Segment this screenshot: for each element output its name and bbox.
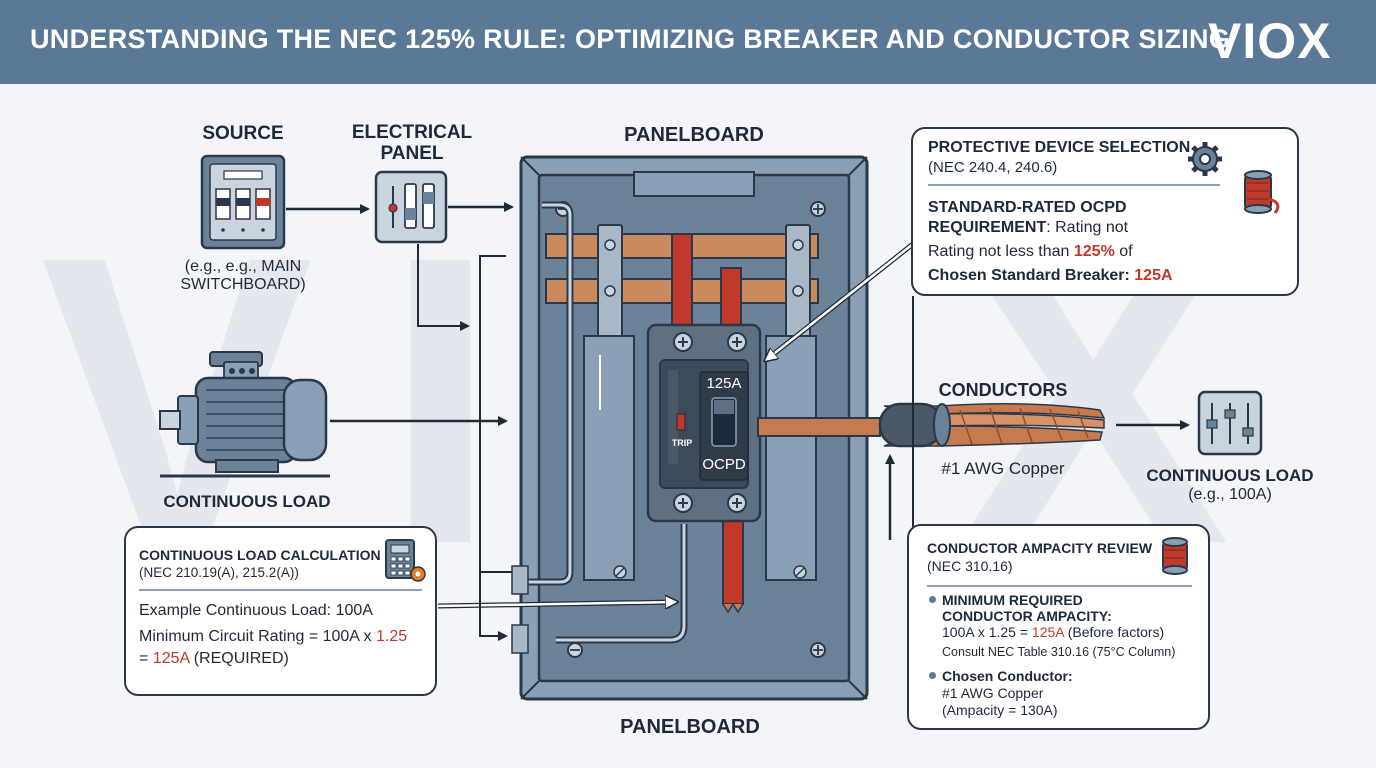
ampacity-calc-value: 125A — [1031, 624, 1064, 640]
panelboard-enclosure — [511, 155, 869, 701]
calc-ref: (NEC 210.19(A), 215.2(A)) — [139, 565, 299, 580]
protective-chosen-line: Chosen Standard Breaker: 125A — [928, 267, 1173, 285]
protective-requirement-1: STANDARD-RATED OCPD — [928, 199, 1127, 216]
ampacity-title: CONDUCTOR AMPACITY REVIEW — [927, 540, 1153, 556]
page-title: UNDERSTANDING THE NEC 125% RULE: OPTIMIZ… — [30, 24, 1231, 54]
conductor-cable — [878, 402, 1106, 448]
ampacity-b1-note: Consult NEC Table 310.16 (75°C Column) — [942, 645, 1176, 659]
ampacity-calc-post: (Before factors) — [1063, 624, 1165, 640]
protective-requirement-rest: : Rating not — [1046, 219, 1129, 236]
protective-ref: (NEC 240.4, 240.6) — [928, 159, 1058, 176]
chosen-breaker-value: 125A — [1134, 267, 1173, 284]
gear-icon — [1188, 142, 1222, 176]
source-switchboard-icon — [200, 154, 286, 250]
calc-example: Example Continuous Load: 100A — [139, 602, 373, 619]
panelboard-top-label: PANELBOARD — [624, 124, 764, 146]
calc-minimum-line: Minimum Circuit Rating = 100A x 1.25 — [139, 628, 407, 646]
calc-divider — [139, 589, 422, 591]
wire-spool-icon — [1244, 170, 1280, 214]
breaker-rating: 125A — [706, 375, 742, 392]
conductors-label: CONDUCTORS — [938, 380, 1068, 400]
calc-title: CONTINUOUS LOAD CALCULATION — [139, 547, 381, 563]
rating-percent: 125% — [1073, 243, 1115, 260]
ampacity-b2-line1: #1 AWG Copper — [942, 685, 1044, 701]
motor-label: CONTINUOUS LOAD — [163, 492, 331, 511]
ampacity-b2-title: Chosen Conductor: — [942, 668, 1073, 684]
ampacity-ref: (NEC 310.16) — [927, 558, 1013, 574]
ampacity-b2-line2: (Ampacity = 130A) — [942, 702, 1058, 718]
calc-value: 125A — [152, 650, 190, 667]
electrical-panel-label-2: PANEL — [380, 143, 444, 164]
calc-result-line: = 125A (REQUIRED) — [139, 650, 289, 668]
protective-requirement-2: REQUIREMENT: Rating not — [928, 219, 1128, 237]
calc-eq: = — [139, 650, 153, 667]
breaker-name: OCPD — [702, 456, 746, 473]
calc-factor: 1.25 — [375, 628, 408, 645]
header-bar: UNDERSTANDING THE NEC 125% RULE: OPTIMIZ… — [0, 0, 1376, 84]
chosen-breaker-label: Chosen Standard Breaker: — [928, 267, 1135, 284]
calculator-icon — [385, 539, 426, 582]
motor-icon — [159, 351, 330, 478]
calc-min-pre: Minimum Circuit Rating = 100A x — [139, 628, 376, 645]
protective-device-box: PROTECTIVE DEVICE SELECTION (NEC 240.4, … — [911, 127, 1299, 296]
load-example: (e.g., 100A) — [1188, 486, 1272, 503]
ampacity-b1-title-2: CONDUCTOR AMPACITY: — [942, 608, 1112, 624]
source-note-line-2: SWITCHBOARD) — [180, 276, 306, 293]
rating-post: of — [1114, 243, 1133, 260]
protective-requirement-bold: REQUIREMENT — [928, 219, 1047, 236]
load-switch-icon — [1197, 390, 1263, 456]
protective-title: PROTECTIVE DEVICE SELECTION — [928, 139, 1191, 156]
breaker-trip-label: TRIP — [671, 438, 693, 448]
ampacity-divider — [927, 585, 1192, 587]
ocpd-breaker — [646, 323, 762, 523]
wire-spool-icon — [1162, 537, 1188, 575]
bullet-dot — [929, 672, 936, 679]
electrical-panel-icon — [374, 170, 448, 244]
ampacity-box: CONDUCTOR AMPACITY REVIEW (NEC 310.16) M… — [907, 524, 1210, 730]
rating-pre: Rating not less than — [928, 243, 1074, 260]
ampacity-calc-pre: 100A x 1.25 = — [942, 624, 1032, 640]
conductor-spec: #1 AWG Copper — [941, 459, 1065, 478]
ampacity-b1-title-1: MINIMUM REQUIRED — [942, 592, 1083, 608]
panelboard-bottom-label: PANELBOARD — [620, 716, 760, 738]
source-label: SOURCE — [202, 123, 284, 144]
calculation-box: CONTINUOUS LOAD CALCULATION (NEC 210.19(… — [124, 526, 437, 696]
load-label: CONTINUOUS LOAD — [1146, 466, 1314, 485]
source-note-line-1: (e.g., e.g., MAIN — [184, 258, 302, 275]
protective-divider — [928, 184, 1220, 186]
protective-rating-line: Rating not less than 125% of — [928, 243, 1133, 261]
ampacity-b1-calc: 100A x 1.25 = 125A (Before factors) — [942, 624, 1164, 640]
calc-post: (REQUIRED) — [189, 650, 289, 667]
electrical-panel-label-1: ELECTRICAL — [351, 122, 473, 143]
bullet-dot — [929, 596, 936, 603]
viox-logo: VIOX — [1208, 13, 1332, 69]
